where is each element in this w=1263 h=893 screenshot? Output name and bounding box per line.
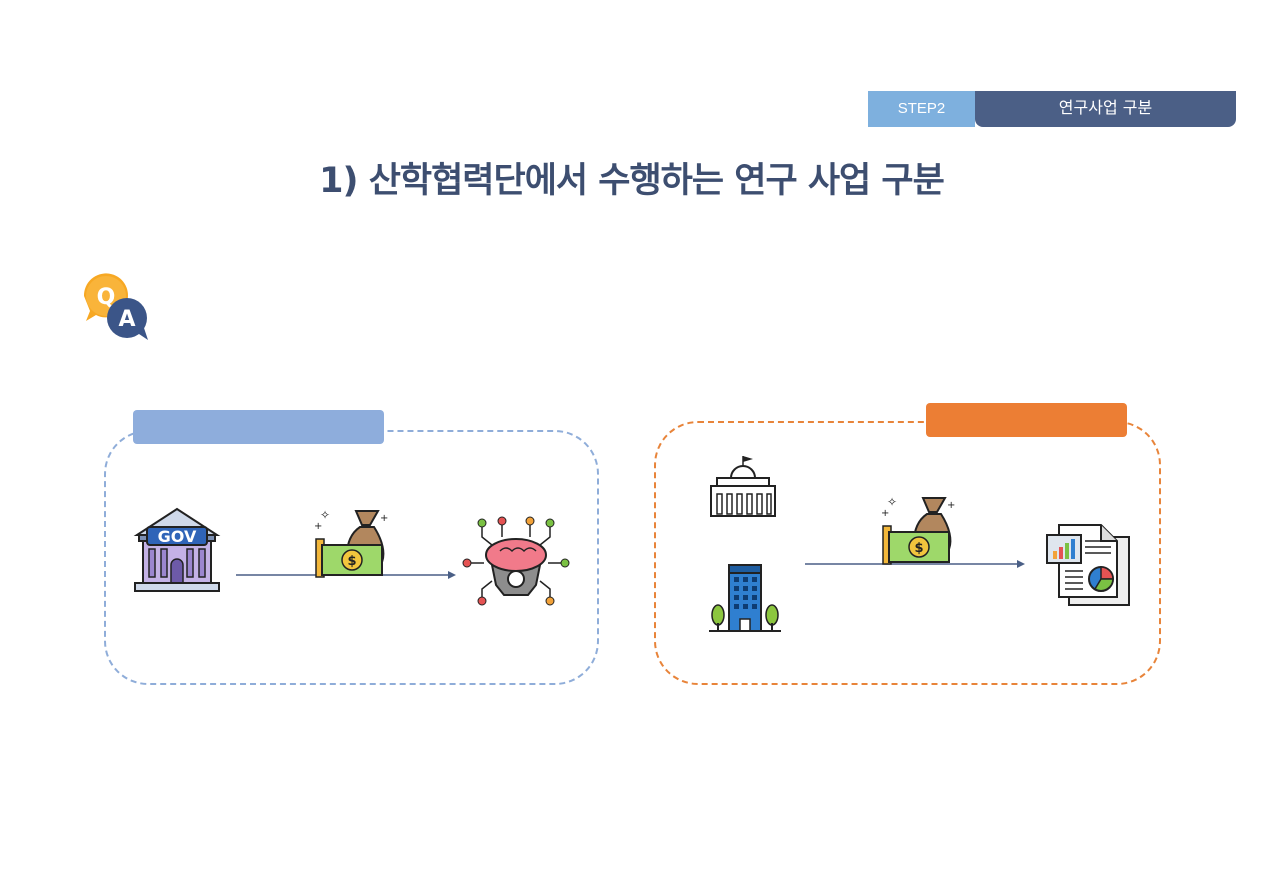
page-title: 1) 산학협력단에서 수행하는 연구 사업 구분 [319,161,945,201]
right-panel-label [926,403,1127,437]
qa-a-letter: A [118,307,135,332]
svg-text:+: + [380,513,388,524]
public-institution-icon [710,456,776,517]
svg-text:$: $ [347,554,356,569]
svg-text:+: + [881,508,889,519]
svg-text:+: + [314,521,322,532]
right-panel [654,421,1161,685]
report-document-icon [1046,524,1130,606]
qa-icon: Q A [83,273,148,340]
gov-text: GOV [158,527,197,546]
office-building-icon [709,564,781,632]
svg-text:+: + [947,500,955,511]
step-tab[interactable]: STEP2 [868,91,975,127]
government-building-icon: GOV [133,507,221,592]
qa-q-letter: Q [97,285,116,310]
section-label: 연구사업 구분 [975,91,1236,127]
svg-text:$: $ [914,541,923,556]
svg-text:✧: ✧ [320,508,330,522]
flow-arrow [805,560,1025,568]
money-bag-icon: ✧ + + $ [881,495,955,565]
left-panel-label [133,410,384,444]
ai-brain-gear-icon [462,516,570,606]
money-bag-icon: ✧ + + $ [314,508,388,578]
svg-text:✧: ✧ [887,495,897,509]
